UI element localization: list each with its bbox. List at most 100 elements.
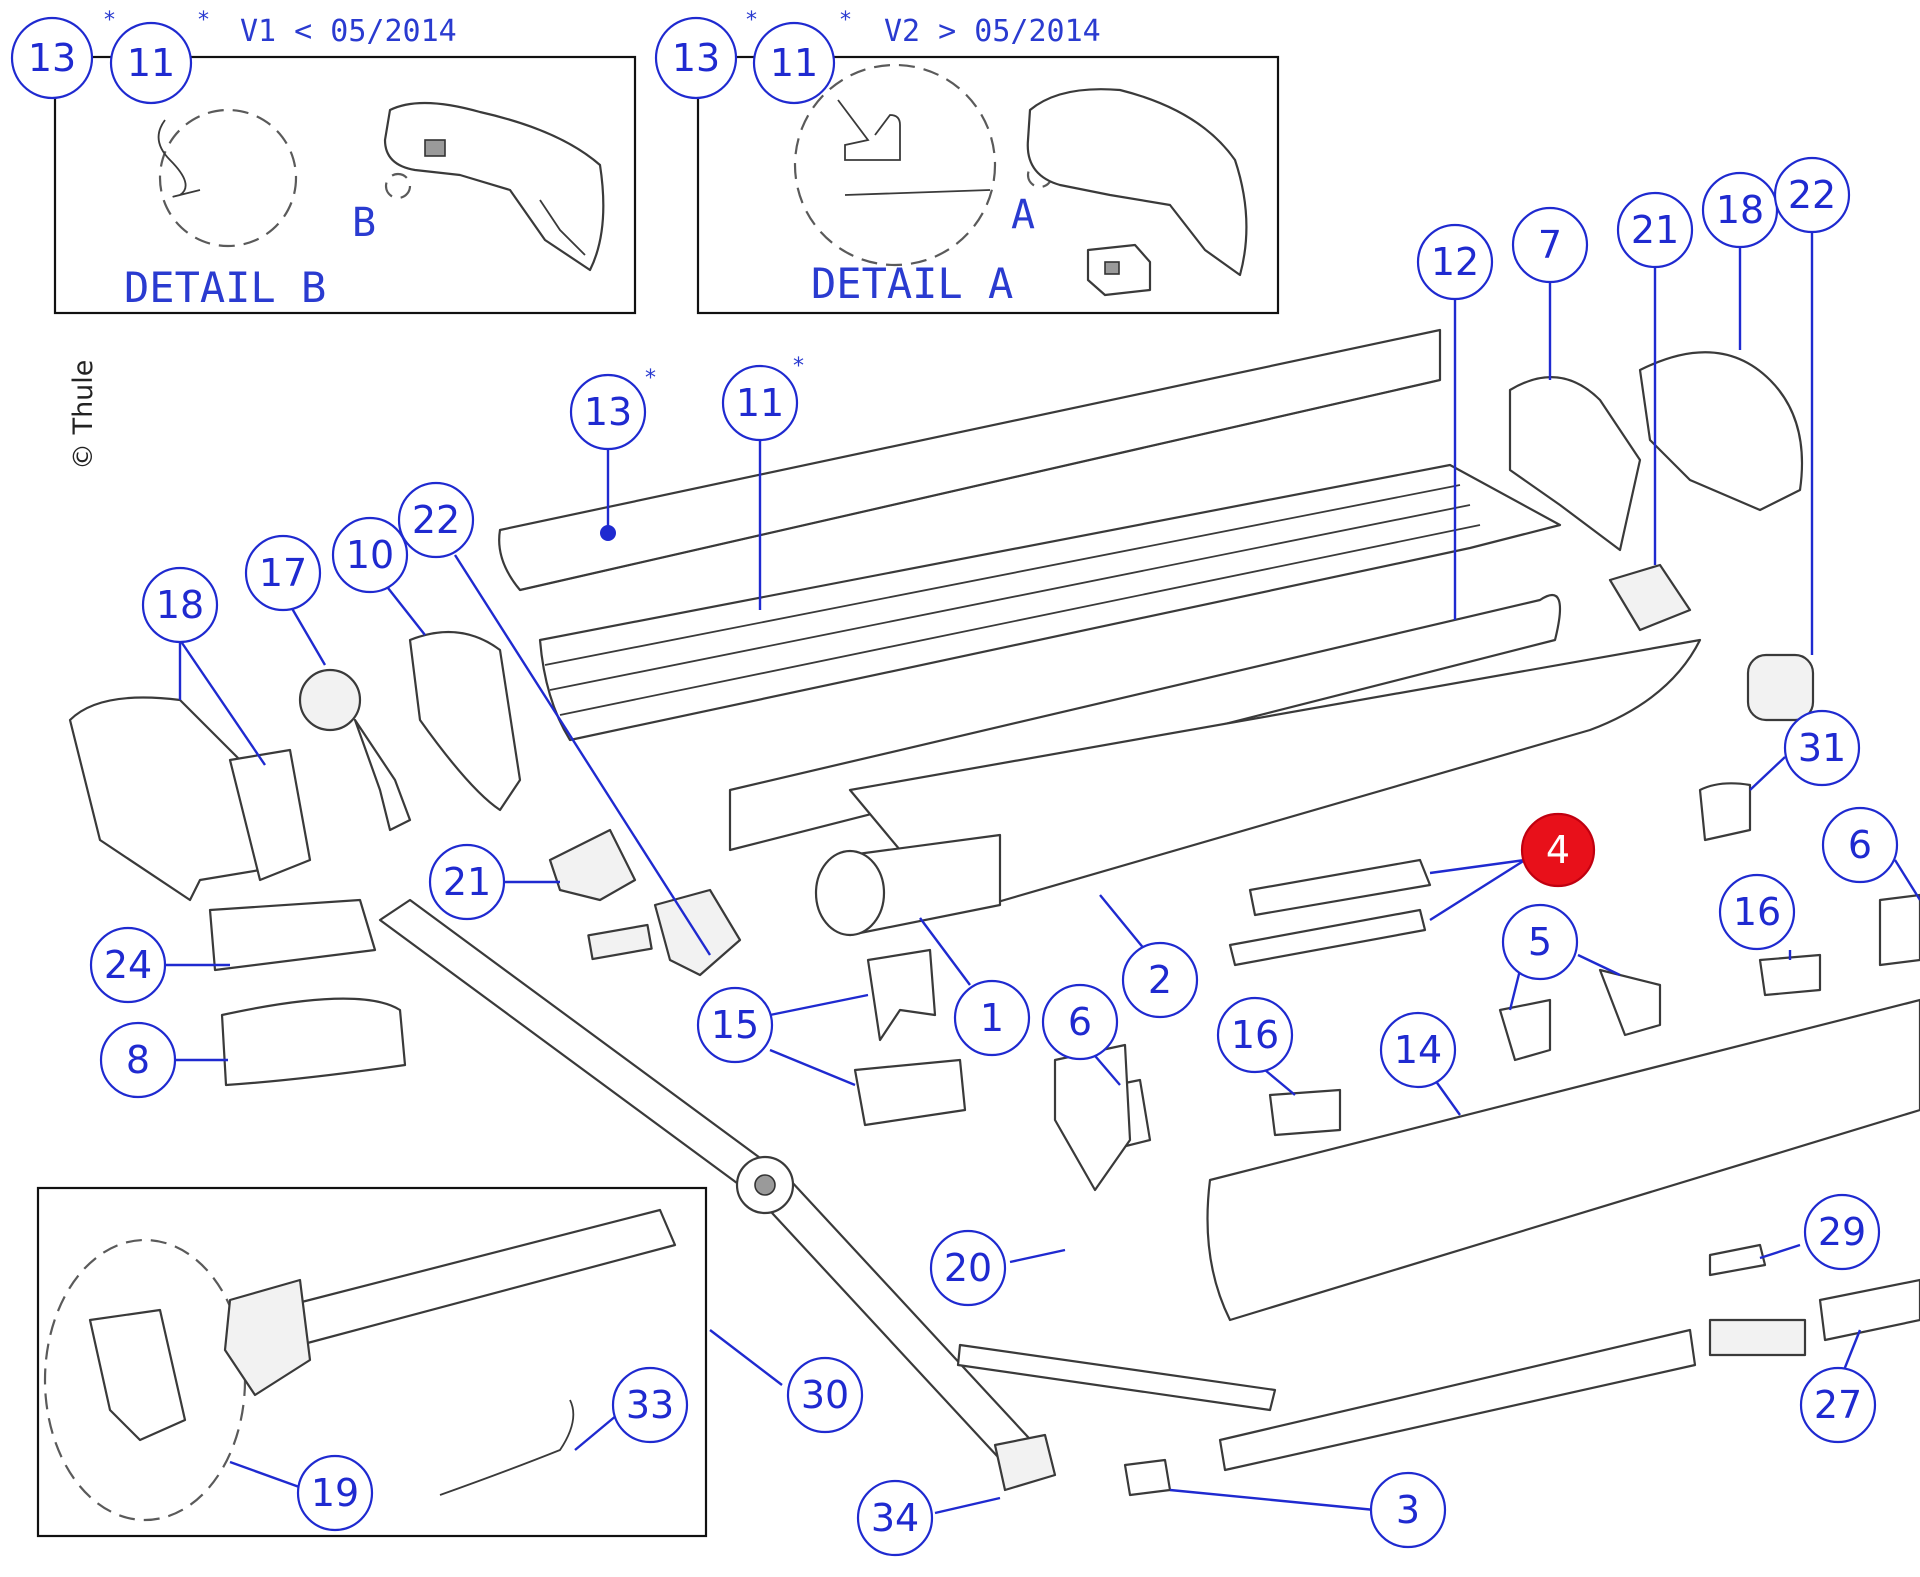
callout-21: 21 [428,843,506,921]
svg-text:13: 13 [584,390,632,434]
callouts: 13 11 13 11 13 * 11 * 12 7 21 18 22 22 1… [10,16,1899,1557]
part-13-edge [519,379,1441,591]
callout-11-main: 11 [721,364,799,442]
callout-4-highlighted: 4 [1520,812,1596,888]
callout-24: 24 [89,926,167,1004]
asterisk: * [645,366,656,391]
leader-29 [1759,1243,1801,1260]
callout-11: 11 [752,21,836,105]
part-22-right-hub [1746,653,1815,722]
callout-12: 12 [1416,223,1494,301]
svg-text:14: 14 [1394,1028,1442,1072]
part-16-clip-right [1758,953,1822,997]
end-cap-v1 [383,101,605,272]
asterisk: * [198,8,209,33]
asterisk: * [104,8,115,33]
point-a-label: A [1011,192,1035,238]
part-22-drive [653,888,742,977]
arm-joint-pin [754,1174,776,1196]
inset-v2-frame [696,55,1280,315]
inset-v1: V1 < 05/2014 * * DETAIL B B [53,8,637,315]
callout-19: 19 [296,1454,374,1532]
part-22-shaft [587,923,653,961]
svg-text:34: 34 [871,1496,919,1540]
svg-text:5: 5 [1528,920,1552,964]
part-20-cover [1053,1043,1132,1192]
svg-text:2: 2 [1148,958,1172,1002]
detail-a-circle [793,63,997,267]
callout-31: 31 [1783,709,1861,787]
svg-text:6: 6 [1848,823,1872,867]
leader-2 [1099,894,1146,951]
svg-text:27: 27 [1814,1383,1862,1427]
svg-text:31: 31 [1798,726,1846,770]
svg-text:16: 16 [1733,890,1781,934]
svg-text:11: 11 [736,381,784,425]
leader-19 [229,1460,303,1490]
leader-lines [165,230,1920,1515]
callout-10: 10 [331,516,409,594]
part-18-inner [228,748,312,882]
callout-11: 11 [109,21,193,105]
part-4-bar [1248,858,1432,917]
callout-21-right: 21 [1616,191,1694,269]
callout-6: 6 [1041,983,1119,1061]
svg-text:17: 17 [259,551,307,595]
part-15-bracket [866,948,937,1042]
end-cap-v2 [1026,88,1248,277]
svg-text:1: 1 [980,996,1004,1040]
copyright-text: © Thule [68,360,99,470]
callout-14: 14 [1379,1011,1457,1089]
callout-22-right: 22 [1773,156,1851,234]
svg-text:18: 18 [156,583,204,627]
part-33-cable [439,1399,575,1496]
svg-text:10: 10 [346,533,394,577]
svg-text:6: 6 [1068,1000,1092,1044]
part-10-bracket [408,630,522,812]
svg-text:21: 21 [443,860,491,904]
svg-text:16: 16 [1231,1013,1279,1057]
rail-connector [1708,1318,1807,1357]
part-17-hub [298,668,362,732]
callout-8: 8 [99,1021,177,1099]
part-18-right-cap [1638,351,1804,512]
leader-30 [709,1329,783,1386]
leader-4b [1429,858,1526,922]
svg-text:19: 19 [311,1471,359,1515]
callout-18-right: 18 [1701,171,1779,249]
callout-16: 16 [1216,996,1294,1074]
part-1-tube-end [814,849,886,937]
svg-text:8: 8 [126,1038,150,1082]
callout-7: 7 [1511,206,1589,284]
leader-5b [1577,953,1621,977]
svg-text:3: 3 [1396,1488,1420,1532]
leader-22 [453,554,712,956]
part-4-rail [1228,908,1427,967]
part-27-end [1818,1278,1920,1342]
inset-motor-frame [36,1186,708,1538]
asterisk: * [793,354,804,379]
leader-5a [1508,969,1522,1011]
callout-6-right: 6 [1821,806,1899,884]
main-assembly [36,328,1920,1538]
svg-text:13: 13 [672,36,720,80]
point-b-marker [384,172,412,200]
svg-text:11: 11 [127,41,175,85]
part-27-rail [1218,1328,1697,1472]
svg-text:18: 18 [1716,188,1764,232]
part-5-cap-left [1498,998,1552,1062]
svg-text:20: 20 [944,1246,992,1290]
callout-17: 17 [244,534,322,612]
part-15-clip [853,1058,967,1127]
svg-text:22: 22 [412,498,460,542]
callout-27: 27 [1799,1366,1877,1444]
inset-v1-title: V1 < 05/2014 [240,14,457,49]
callout-13-main: 13 [569,373,647,451]
leader-15b [769,1048,856,1087]
svg-text:33: 33 [626,1383,674,1427]
part-34-foot [993,1433,1057,1492]
part-6-cap-right [1878,893,1920,967]
callout-13: 13 [10,16,94,100]
detail-a-profile [837,99,991,196]
